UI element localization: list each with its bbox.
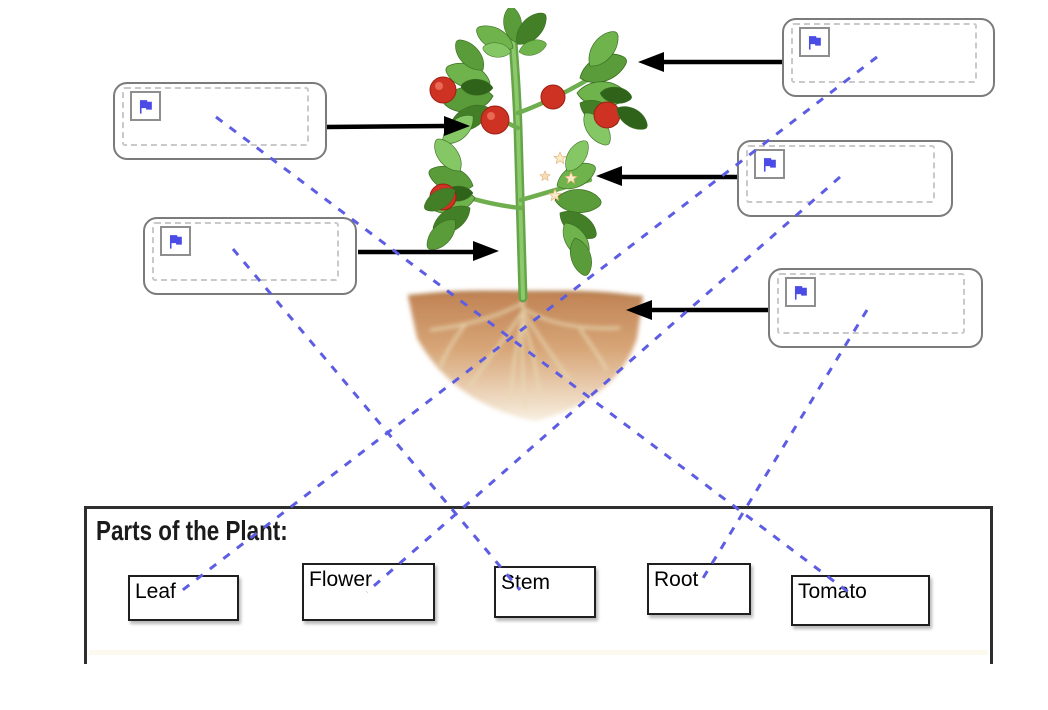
plant-illustration xyxy=(407,8,653,421)
word-chip-leaf[interactable]: Leaf xyxy=(128,575,239,621)
plant-leaves xyxy=(420,8,634,279)
flag-icon xyxy=(763,157,776,172)
tomato-fruits xyxy=(429,76,621,211)
plant-stem xyxy=(450,37,600,303)
flag-button[interactable] xyxy=(799,27,830,57)
flag-icon xyxy=(169,234,182,249)
arrow-to-stem xyxy=(358,241,499,261)
label-slot-bottom-right[interactable] xyxy=(768,268,983,348)
word-chip-tomato[interactable]: Tomato xyxy=(791,575,930,626)
bank-bottom-fade xyxy=(89,650,988,655)
word-bank-title: Parts of the Plant: xyxy=(96,515,288,546)
overlap-leaves xyxy=(419,99,653,217)
word-bank: Parts of the Plant: Leaf Flower Stem Roo… xyxy=(84,506,993,664)
flag-icon xyxy=(808,35,821,50)
drop-area[interactable] xyxy=(791,23,977,83)
flag-icon xyxy=(139,99,152,114)
plant-roots xyxy=(429,297,621,409)
arrow-to-leaf xyxy=(638,52,782,72)
label-slot-top-left[interactable] xyxy=(113,82,327,160)
label-slot-middle-right[interactable] xyxy=(737,140,953,217)
word-chip-stem[interactable]: Stem xyxy=(494,566,596,618)
flag-button[interactable] xyxy=(785,277,816,307)
label-slot-top-right[interactable] xyxy=(782,18,995,97)
soil xyxy=(407,290,644,421)
word-chip-flower[interactable]: Flower xyxy=(302,563,435,621)
arrow-to-tomato xyxy=(326,116,470,136)
flag-button[interactable] xyxy=(130,91,161,121)
arrow-to-roots xyxy=(626,300,768,320)
arrow-to-flower xyxy=(596,166,737,186)
word-chip-root[interactable]: Root xyxy=(647,563,751,615)
label-slot-middle-left[interactable] xyxy=(143,217,357,295)
flag-button[interactable] xyxy=(160,226,191,256)
flag-icon xyxy=(794,285,807,300)
flag-button[interactable] xyxy=(754,149,785,179)
plant-flowers xyxy=(539,151,578,201)
